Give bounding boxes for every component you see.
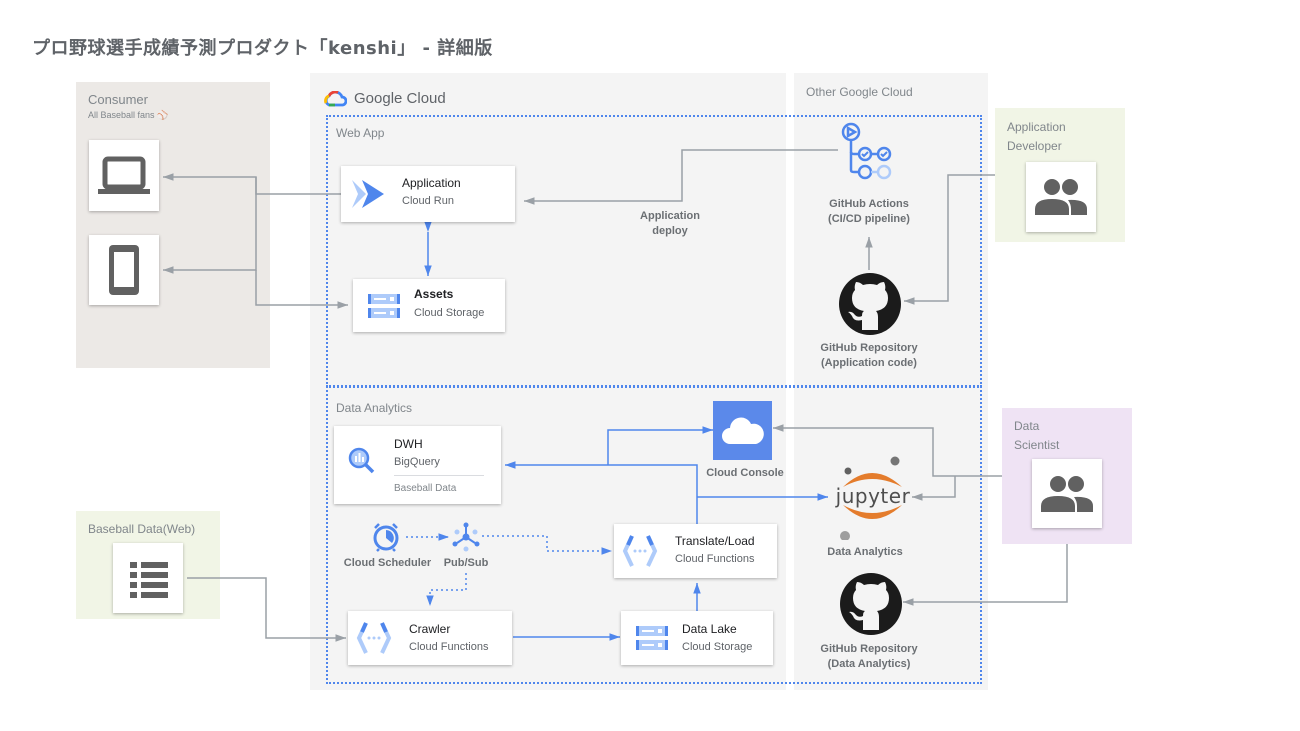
cloud-storage-icon: [636, 626, 668, 650]
cloud-console-label: Cloud Console: [706, 467, 784, 479]
tablet-device[interactable]: [89, 235, 159, 305]
node-cloud-console[interactable]: [713, 401, 772, 460]
tablet-icon: [109, 245, 139, 295]
pubsub-label: Pub/Sub: [443, 557, 489, 569]
node-jupyter[interactable]: jupyter: [828, 455, 918, 540]
cloud-run-icon: [352, 180, 384, 208]
assets-title: Assets: [414, 287, 454, 301]
baseball-data-web-label: Baseball Data(Web): [88, 522, 196, 536]
laptop-device[interactable]: [89, 140, 159, 211]
crawler-title: Crawler: [409, 622, 451, 636]
node-data-lake[interactable]: Data Lake Cloud Storage: [621, 611, 781, 672]
data-scientist-avatar[interactable]: [1032, 459, 1102, 528]
people-icon: [1035, 179, 1087, 215]
web-app-label: Web App: [336, 126, 385, 140]
cloud-icon: [721, 417, 764, 444]
app-dev-label-1: Application: [1007, 120, 1066, 134]
jupyter-icon: [840, 456, 902, 540]
application-developer-avatar[interactable]: [1026, 162, 1096, 232]
google-cloud-logo-icon: [324, 91, 347, 107]
node-translate-load[interactable]: Translate/Load Cloud Functions: [614, 524, 785, 585]
app-dev-label-2: Developer: [1007, 139, 1062, 153]
cloud-functions-icon: [622, 535, 658, 567]
translate-load-title: Translate/Load: [675, 534, 755, 548]
data-lake-title: Data Lake: [682, 622, 737, 636]
crawler-subtitle: Cloud Functions: [409, 641, 489, 653]
github-actions-icon[interactable]: [838, 122, 900, 182]
github-repo-app-label: GitHub Repository (Application code): [820, 342, 918, 369]
pubsub-icon[interactable]: [452, 522, 480, 552]
cloud-scheduler-label: Cloud Scheduler: [343, 557, 432, 569]
application-title: Application: [402, 176, 461, 190]
laptop-icon: [98, 156, 150, 194]
edge-label-app-deploy: Application deploy: [640, 210, 700, 237]
data-scientist-label-1: Data: [1014, 419, 1040, 433]
jupyter-wordmark: jupyter: [835, 484, 911, 508]
dwh-title: DWH: [394, 437, 423, 451]
page-title: プロ野球選手成績予測プロダクト「kenshi」 - 詳細版: [32, 38, 493, 59]
dwh-subtitle: BigQuery: [394, 456, 440, 468]
assets-subtitle: Cloud Storage: [414, 307, 485, 319]
bigquery-icon: [348, 447, 375, 474]
node-assets[interactable]: Assets Cloud Storage: [353, 279, 513, 339]
translate-load-subtitle: Cloud Functions: [675, 553, 755, 565]
application-subtitle: Cloud Run: [402, 195, 454, 207]
consumer-sublabel: All Baseball fans ⚾: [88, 110, 169, 120]
node-crawler[interactable]: Crawler Cloud Functions: [348, 611, 520, 672]
github-repo-da-icon[interactable]: [839, 572, 903, 636]
cloud-scheduler-icon[interactable]: [371, 522, 401, 552]
github-actions-label: GitHub Actions (CI/CD pipeline): [828, 198, 910, 225]
cloud-functions-icon: [356, 622, 392, 654]
data-scientist-label-2: Scientist: [1014, 438, 1060, 452]
baseball-data-web-source[interactable]: [113, 543, 183, 613]
people-icon: [1041, 475, 1093, 512]
list-icon: [130, 562, 168, 598]
dwh-divider: [394, 475, 484, 476]
group-data-analytics: Data Analytics: [326, 386, 982, 684]
jupyter-label: Data Analytics: [827, 546, 903, 558]
google-cloud-label: Google Cloud: [354, 90, 446, 107]
github-repo-app-icon[interactable]: [838, 272, 902, 336]
node-application[interactable]: Application Cloud Run: [341, 166, 523, 229]
other-google-cloud-label: Other Google Cloud: [806, 85, 913, 99]
data-analytics-label: Data Analytics: [336, 401, 413, 415]
dwh-note: Baseball Data: [394, 483, 457, 494]
consumer-label: Consumer: [88, 92, 148, 107]
data-lake-subtitle: Cloud Storage: [682, 641, 753, 653]
zone-consumer: Consumer All Baseball fans ⚾: [76, 82, 270, 368]
node-dwh[interactable]: DWH BigQuery Baseball Data: [334, 426, 501, 504]
github-repo-da-label: GitHub Repository (Data Analytics): [820, 643, 918, 670]
cloud-storage-icon: [368, 294, 400, 318]
